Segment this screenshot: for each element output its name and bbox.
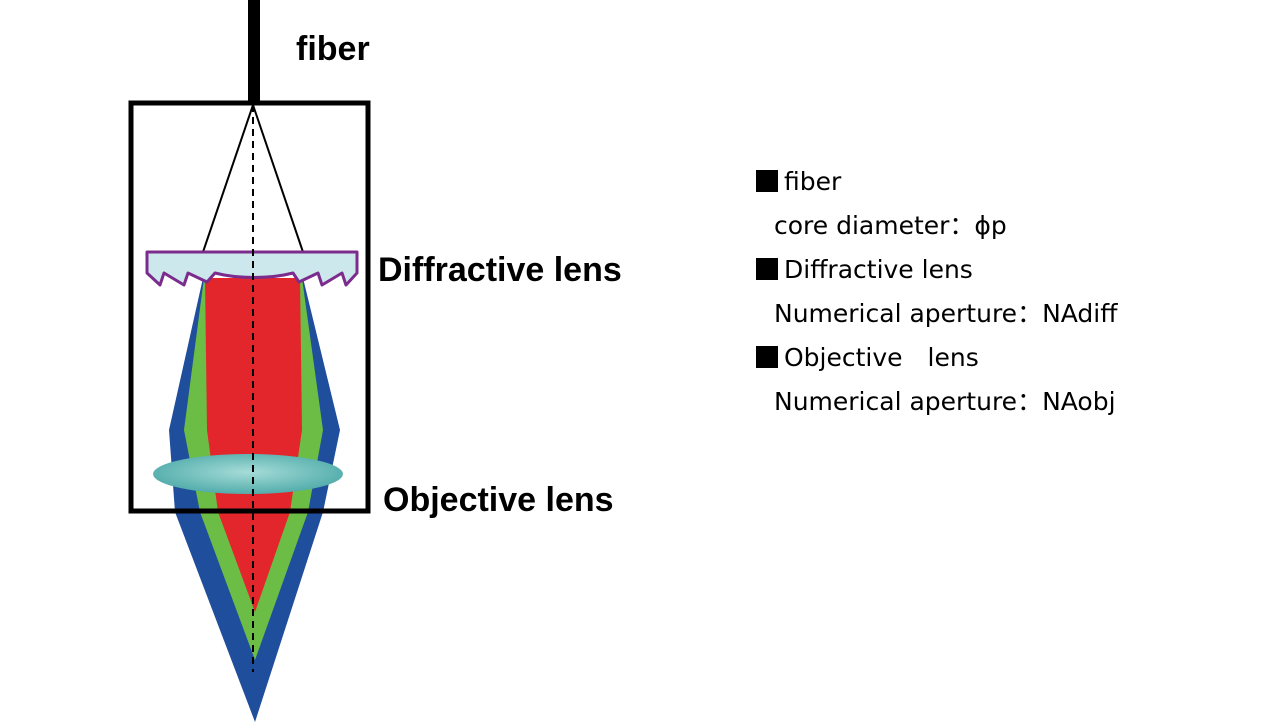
label-diffractive-lens: Diffractive lens: [378, 251, 622, 289]
diffractive-lens: [145, 250, 359, 287]
label-fiber: fiber: [296, 30, 370, 68]
legend-diffractive-heading: Diffractive lens: [784, 255, 973, 284]
legend-fiber-detail: core diameter：ϕp: [774, 211, 1007, 240]
fiber-ray-right: [252, 104, 304, 253]
legend-fiber-heading: fiber: [784, 167, 842, 196]
legend: fiber core diameter：ϕp Diffractive lens …: [756, 160, 1256, 424]
legend-objective-heading: Objective lens: [784, 343, 979, 372]
fiber-ray-left: [202, 104, 254, 253]
fiber-strand: [248, 0, 260, 104]
legend-objective-lens: Objective lens: [756, 336, 1256, 380]
square-bullet-icon: [756, 170, 778, 192]
legend-objective-detail: Numerical aperture：NAobj: [774, 387, 1116, 416]
square-bullet-icon: [756, 258, 778, 280]
label-objective-lens: Objective lens: [383, 481, 614, 519]
legend-diffractive-detail: Numerical aperture：NAdiff: [774, 299, 1118, 328]
legend-fiber: fiber: [756, 160, 1256, 204]
legend-diffractive-lens: Diffractive lens: [756, 248, 1256, 292]
square-bullet-icon: [756, 346, 778, 368]
objective-lens: [153, 454, 343, 494]
